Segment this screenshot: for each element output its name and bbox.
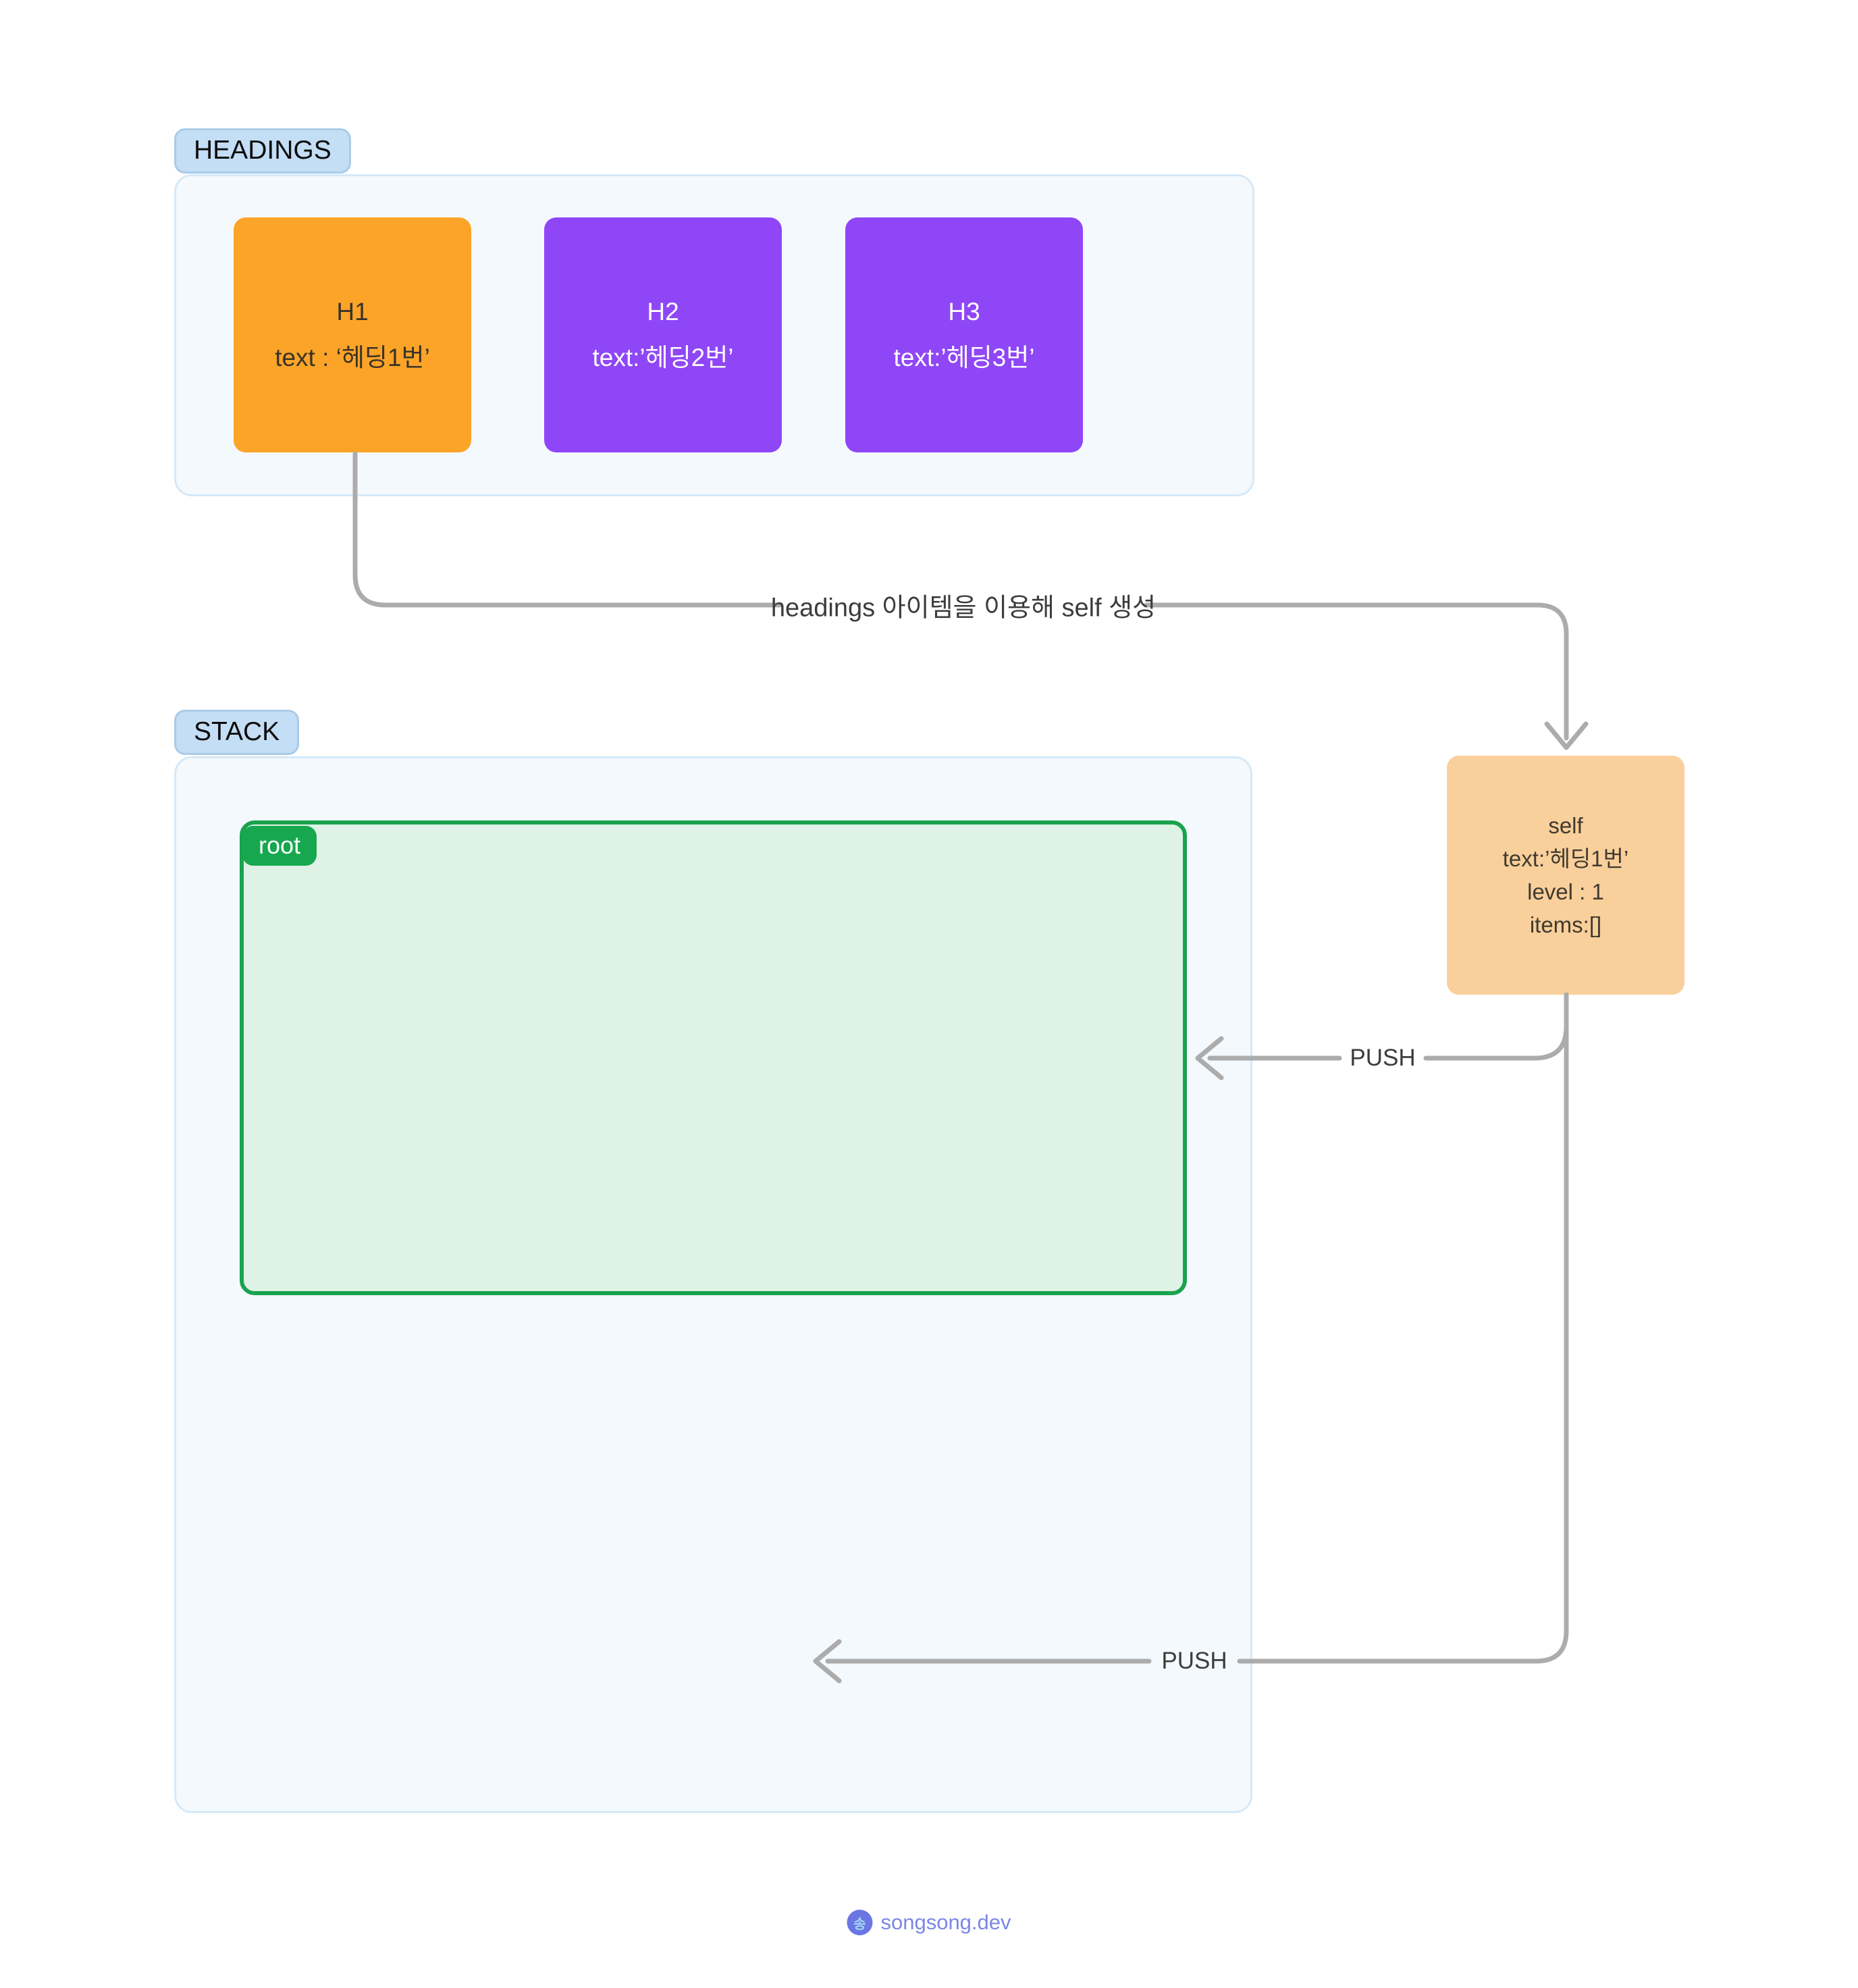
- heading-card-title: H1: [336, 298, 369, 325]
- heading-card-h2: H2 text:’헤딩2번’: [544, 217, 782, 452]
- connector-push-top-right: [1423, 1024, 1569, 1061]
- heading-card-h1: H1 text : ‘헤딩1번’: [234, 217, 471, 452]
- self-card-prop-items: items:[]: [1529, 912, 1602, 937]
- connector-self-down-push-bottom-right: [1237, 992, 1569, 1664]
- self-card-prop-level: level : 1: [1527, 879, 1604, 904]
- push-bottom-label: PUSH: [1161, 1648, 1227, 1674]
- heading-card-subtitle: text:’헤딩3번’: [893, 344, 1035, 371]
- songsong-logo-icon: 송: [847, 1910, 873, 1935]
- arrowhead-down-into-self: [1544, 721, 1589, 750]
- heading-card-h3: H3 text:’헤딩3번’: [845, 217, 1083, 452]
- headings-section-badge: HEADINGS: [174, 128, 351, 174]
- arrowhead-push-top: [1195, 1036, 1224, 1080]
- heading-card-title: H3: [948, 298, 980, 325]
- stack-section-badge: STACK: [174, 710, 300, 755]
- connector-h1-to-label: [352, 451, 782, 608]
- heading-card-subtitle: text:’헤딩2번’: [592, 344, 734, 371]
- heading-card-title: H2: [647, 298, 679, 325]
- root-container: root: [240, 820, 1187, 1295]
- self-card: self text:’헤딩1번’ level : 1 items:[]: [1447, 756, 1684, 995]
- push-top-label: PUSH: [1350, 1045, 1416, 1071]
- footer-site-name: songsong.dev: [880, 1910, 1011, 1934]
- connector-label-to-self: [1144, 602, 1569, 741]
- root-badge: root: [242, 826, 317, 866]
- arrowhead-push-bottom: [813, 1639, 842, 1683]
- footer: 송 songsong.dev: [847, 1910, 1011, 1935]
- create-self-annotation: headings 아이템을 이용해 self 생성: [770, 594, 1157, 623]
- self-card-title: self: [1548, 813, 1583, 838]
- heading-card-subtitle: text : ‘헤딩1번’: [275, 344, 430, 371]
- self-card-prop-text: text:’헤딩1번’: [1502, 846, 1629, 871]
